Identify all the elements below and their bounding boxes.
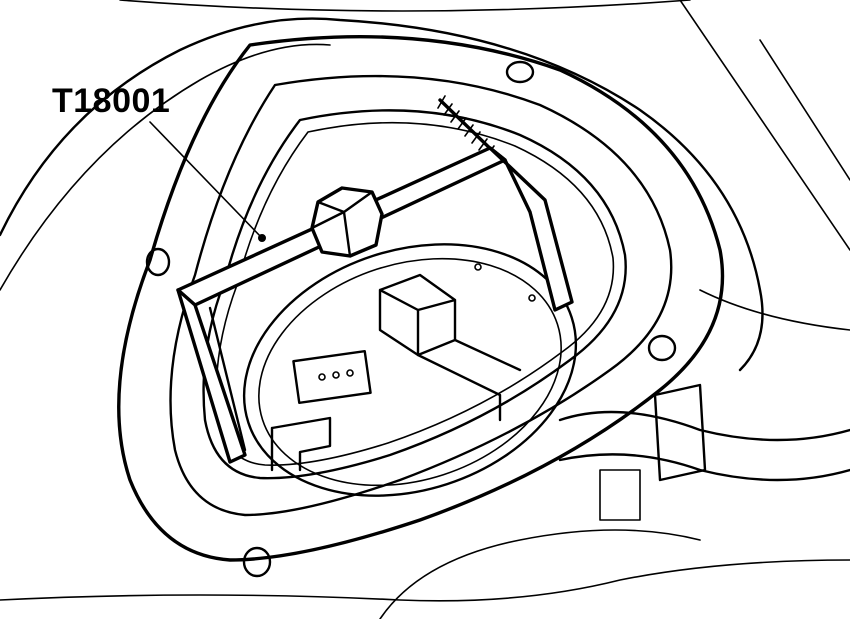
tool-leg-left <box>176 288 247 464</box>
rod-threads <box>437 95 495 158</box>
bolt-hole-left <box>145 247 171 277</box>
right-panel-line-2 <box>759 39 850 181</box>
sender-block <box>378 273 457 357</box>
right-panel-line <box>679 0 850 251</box>
ring-lug-2 <box>528 294 536 302</box>
connector-pin-2 <box>332 371 340 379</box>
connector-pin-3 <box>346 369 354 377</box>
lower-fitting <box>599 469 641 521</box>
bolt-hole-top <box>505 60 535 84</box>
outer-panel-contour-2 <box>0 43 331 291</box>
sender-bracket <box>416 338 522 422</box>
electrical-connector <box>292 349 372 405</box>
access-flange-inner <box>169 74 673 517</box>
tool-number-label: T18001 <box>52 82 171 120</box>
bolt-hole-bottom <box>242 546 272 578</box>
bolt-hole-right <box>647 334 677 362</box>
label-leader-line <box>149 121 263 239</box>
lower-body-curve <box>0 559 850 602</box>
right-panel-curve <box>699 289 850 331</box>
return-bracket <box>270 416 332 472</box>
connector-pin-1 <box>318 373 326 381</box>
opening-edge <box>202 109 627 480</box>
access-flange-outer <box>117 34 725 562</box>
hex-nut-face-lines <box>310 190 374 258</box>
hose-clamp <box>653 383 707 482</box>
opening-edge-inner <box>215 121 615 466</box>
lock-ring-outer <box>242 243 578 497</box>
leader-dot <box>258 234 266 242</box>
ring-lug-1 <box>474 263 482 271</box>
outer-panel-contour <box>0 17 764 372</box>
lower-body-curve-2 <box>379 529 701 619</box>
tool-hex-nut <box>310 186 384 258</box>
top-cut-edge <box>119 0 691 12</box>
lock-ring-inner <box>258 257 562 487</box>
